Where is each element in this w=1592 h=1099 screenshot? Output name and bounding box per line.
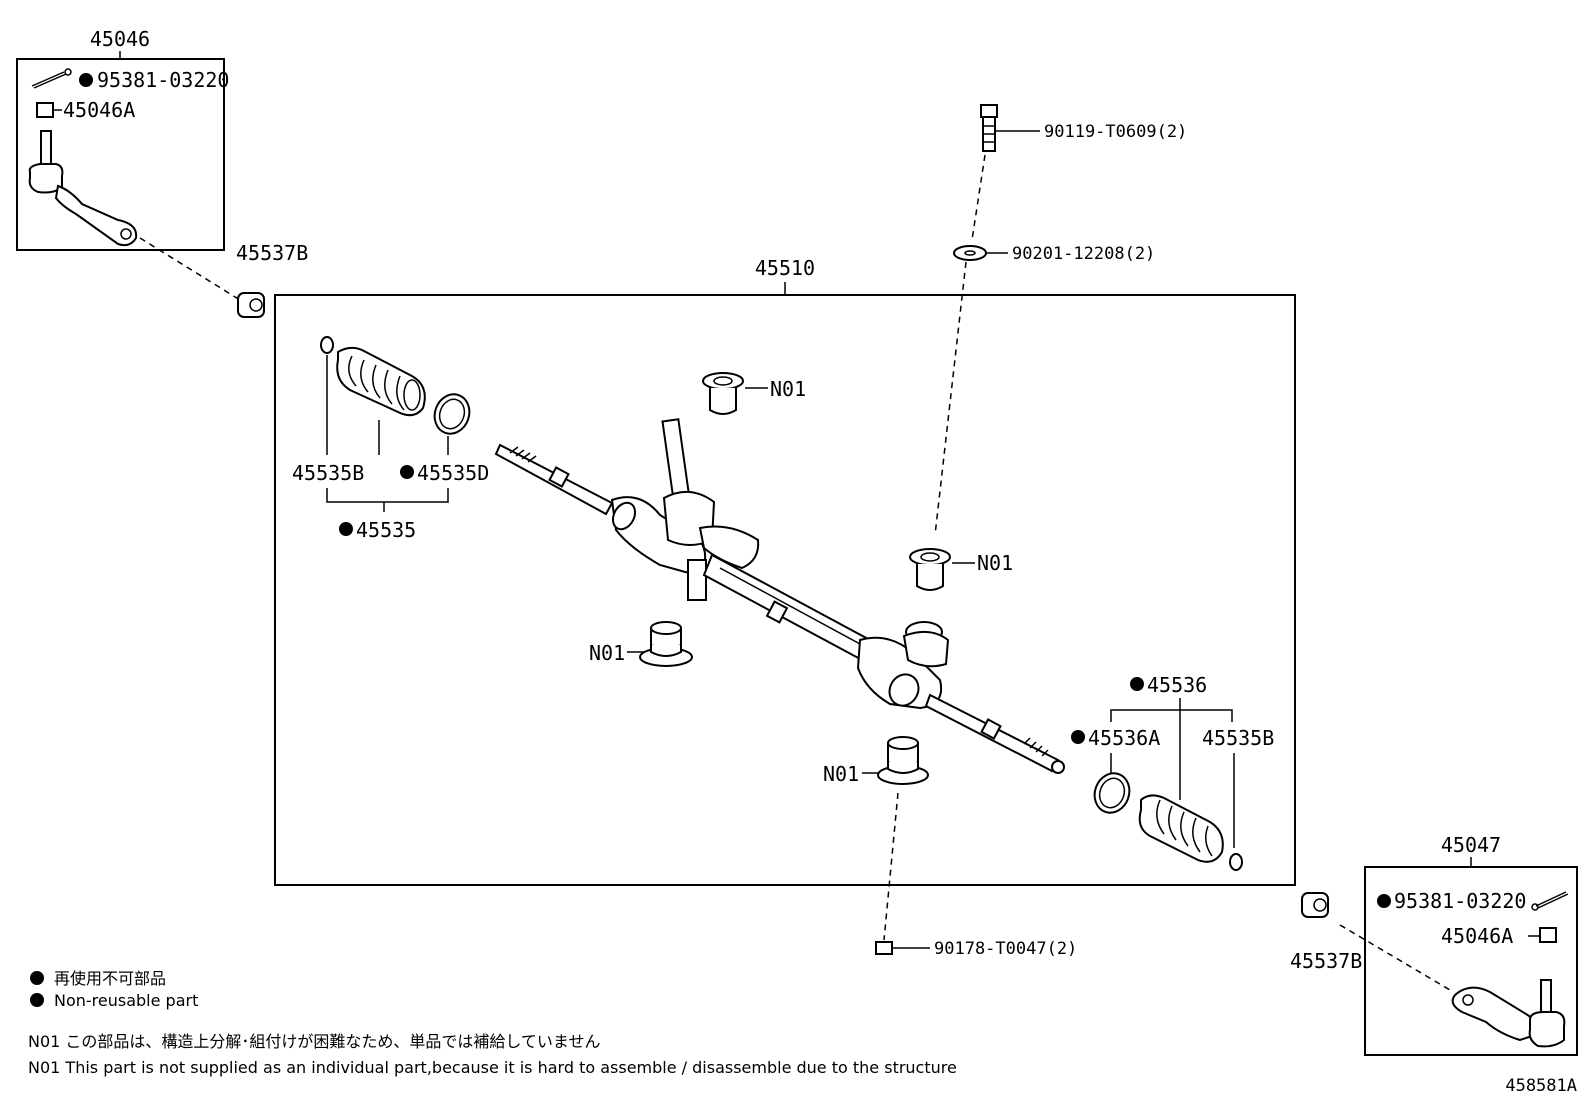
label-45536A[interactable]: 45536A [1088, 726, 1160, 750]
lock-nut-lh-icon [237, 292, 265, 318]
non-reusable-dot-icon [400, 465, 414, 479]
cotter-pin-icon [1531, 891, 1569, 911]
bushing-icon [639, 621, 693, 667]
label-45046[interactable]: 45046 [90, 27, 150, 51]
washer-icon [953, 245, 987, 261]
label-90178-T0047[interactable]: 90178-T0047(2) [934, 939, 1077, 959]
label-45535[interactable]: 45535 [356, 518, 416, 542]
tie-rod-end-lh-icon [28, 130, 138, 247]
non-reusable-dot-icon [30, 993, 44, 1007]
boot-clip-lh-icon [320, 336, 334, 354]
cotter-pin-icon [31, 68, 72, 89]
non-reusable-dot-icon [1071, 730, 1085, 744]
label-N01-right[interactable]: N01 [977, 551, 1013, 575]
boot-lh-icon [336, 346, 426, 417]
legend-en-non-reusable: Non-reusable part [30, 991, 198, 1010]
non-reusable-dot-icon [1377, 894, 1391, 908]
diagram-id: 458581A [1505, 1076, 1577, 1096]
label-45535D[interactable]: 45535D [417, 461, 489, 485]
legend-jp-non-reusable: 再使用不可部品 [30, 965, 166, 989]
label-45046A-lh[interactable]: 45046A [63, 98, 135, 122]
label-45510[interactable]: 45510 [755, 256, 815, 280]
boot-clamp-lh-icon [433, 393, 471, 435]
label-95381-03220-rh[interactable]: 95381-03220 [1394, 889, 1526, 913]
label-N01-left[interactable]: N01 [589, 641, 625, 665]
label-90119-T0609[interactable]: 90119-T0609(2) [1044, 122, 1187, 142]
bolt-icon [980, 104, 998, 152]
boot-rh-icon [1138, 794, 1224, 863]
label-45535B-rh[interactable]: 45535B [1202, 726, 1274, 750]
bushing-icon [702, 372, 744, 415]
castle-nut-icon [36, 102, 62, 118]
non-reusable-dot-icon [339, 522, 353, 536]
legend-en-text: Non-reusable part [54, 991, 199, 1010]
label-45537B-lh[interactable]: 45537B [236, 241, 308, 265]
note-jp: N01 この部品は、構造上分解･組付けが困難なため、単品では補給していません [28, 1032, 601, 1051]
label-45046A-rh[interactable]: 45046A [1441, 924, 1513, 948]
non-reusable-dot-icon [30, 971, 44, 985]
label-45535B-lh[interactable]: 45535B [292, 461, 364, 485]
note-en: N01 This part is not supplied as an indi… [28, 1058, 957, 1077]
label-45537B-rh[interactable]: 45537B [1290, 949, 1362, 973]
legend-jp-text: 再使用不可部品 [54, 969, 167, 988]
label-90201-12208[interactable]: 90201-12208(2) [1012, 244, 1155, 264]
flange-nut-icon [875, 941, 893, 955]
boot-clip-rh-icon [1229, 853, 1243, 871]
steering-rack-icon [494, 418, 1065, 774]
non-reusable-dot-icon [1130, 677, 1144, 691]
label-45047[interactable]: 45047 [1441, 833, 1501, 857]
lock-nut-rh-icon [1301, 892, 1329, 918]
castle-nut-icon [1528, 927, 1557, 943]
label-95381-03220-lh[interactable]: 95381-03220 [97, 68, 229, 92]
label-N01-top[interactable]: N01 [770, 377, 806, 401]
label-45536[interactable]: 45536 [1147, 673, 1207, 697]
boot-clamp-rh-icon [1093, 772, 1131, 814]
tie-rod-end-rh-icon [1451, 979, 1566, 1048]
non-reusable-dot-icon [79, 73, 93, 87]
label-N01-bottom[interactable]: N01 [823, 762, 859, 786]
bushing-icon [909, 548, 951, 591]
bushing-icon [877, 736, 929, 785]
